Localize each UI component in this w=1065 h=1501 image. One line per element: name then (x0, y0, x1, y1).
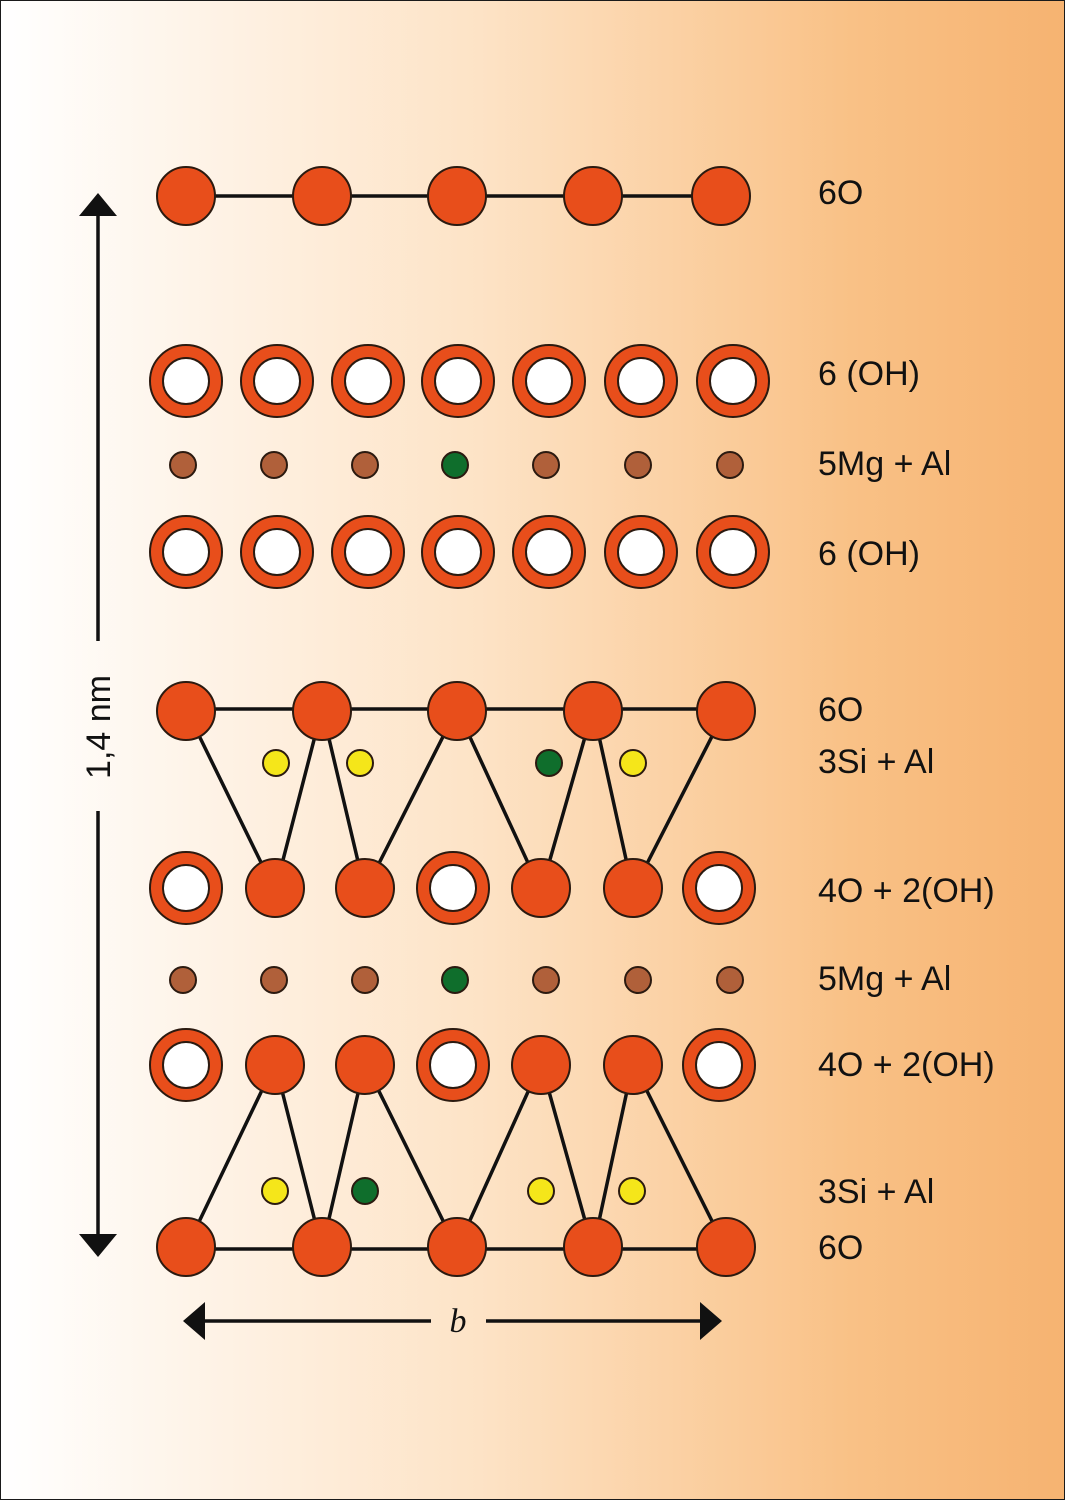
label-hydroxyl-layer-2: 6 (OH) (818, 535, 920, 573)
mixed-layer-1-oxygen-atom (245, 858, 305, 918)
hydroxyl-layer-1-hydroxyl-core (162, 357, 210, 405)
top-layer-oxygen-atom (292, 166, 352, 226)
label-top-oxygen: 6O (818, 174, 863, 212)
tetrahedral-1-si-atom (346, 749, 374, 777)
hydroxyl-layer-2-hydroxyl-core (709, 528, 757, 576)
octahedral-2-mg-atom (169, 966, 197, 994)
mixed-layer-2-oxygen-atom (245, 1035, 305, 1095)
arrow-down-icon (79, 1234, 117, 1257)
layer-labels: 6O 6 (OH) 5Mg + Al 6 (OH) 6O 3Si + Al 4O… (818, 174, 995, 1267)
octahedral-2-mg-atom (624, 966, 652, 994)
octahedral-1-mg-atom (716, 451, 744, 479)
tetrahedral-bottom-oxygen-atom (156, 1217, 216, 1277)
thickness-label: 1,4 nm (80, 675, 118, 779)
octahedral-1-mg-atom (260, 451, 288, 479)
atom-layers (149, 166, 770, 1277)
hydroxyl-layer-2-hydroxyl-core (617, 528, 665, 576)
octahedral-1-mg-atom (169, 451, 197, 479)
top-layer-oxygen-atom (427, 166, 487, 226)
octahedral-1-al-atom (441, 451, 469, 479)
arrow-up-icon (79, 193, 117, 216)
octahedral-1-mg-atom (532, 451, 560, 479)
tetrahedral-top-oxygen-atom (292, 681, 352, 741)
tetrahedral-2-si-atom (527, 1177, 555, 1205)
tetrahedral-top-oxygen-atom (696, 681, 756, 741)
tetrahedral-bottom-oxygen-atom (292, 1217, 352, 1277)
top-layer-oxygen-atom (563, 166, 623, 226)
mixed-layer-2-hydroxyl-core (162, 1041, 210, 1089)
mixed-layer-1-hydroxyl-core (429, 864, 477, 912)
octahedral-2-mg-atom (716, 966, 744, 994)
mixed-layer-1-hydroxyl-core (162, 864, 210, 912)
b-axis-dimension: b (183, 1302, 722, 1340)
mixed-layer-2-oxygen-atom (603, 1035, 663, 1095)
octahedral-2-al-atom (441, 966, 469, 994)
tetrahedral-2-al-atom (351, 1177, 379, 1205)
tetrahedral-2-si-atom (618, 1177, 646, 1205)
mixed-layer-1-hydroxyl-core (695, 864, 743, 912)
tetrahedral-top-oxygen-atom (427, 681, 487, 741)
octahedral-1-mg-atom (351, 451, 379, 479)
tetrahedral-1-al-atom (535, 749, 563, 777)
tetrahedral-1-si-atom (619, 749, 647, 777)
top-layer-oxygen-atom (156, 166, 216, 226)
top-layer-oxygen-atom (691, 166, 751, 226)
mixed-layer-2-oxygen-atom (335, 1035, 395, 1095)
tetrahedral-bottom-oxygen-atom (696, 1217, 756, 1277)
tetrahedral-top-oxygen-atom (563, 681, 623, 741)
thickness-dimension: 1,4 nm (79, 193, 118, 1257)
label-bottom-oxygen: 6O (818, 1229, 863, 1267)
octahedral-1-mg-atom (624, 451, 652, 479)
octahedral-2-mg-atom (351, 966, 379, 994)
mixed-layer-2-oxygen-atom (511, 1035, 571, 1095)
hydroxyl-layer-1-hydroxyl-core (709, 357, 757, 405)
hydroxyl-layer-2-hydroxyl-core (162, 528, 210, 576)
hydroxyl-layer-2-hydroxyl-core (253, 528, 301, 576)
mixed-layer-2-hydroxyl-core (695, 1041, 743, 1089)
hydroxyl-layer-1-hydroxyl-core (344, 357, 392, 405)
tetrahedral-2-si-atom (261, 1177, 289, 1205)
arrow-left-icon (183, 1302, 205, 1340)
hydroxyl-layer-2-hydroxyl-core (344, 528, 392, 576)
label-octahedral-cations-2: 5Mg + Al (818, 960, 951, 998)
mixed-layer-1-oxygen-atom (511, 858, 571, 918)
b-axis-label: b (450, 1303, 467, 1340)
label-mixed-layer-1: 4O + 2(OH) (818, 872, 995, 910)
arrow-right-icon (700, 1302, 722, 1340)
tetrahedral-1-si-atom (262, 749, 290, 777)
hydroxyl-layer-2-hydroxyl-core (434, 528, 482, 576)
tetrahedral-bottom-oxygen-atom (563, 1217, 623, 1277)
label-hydroxyl-layer-1: 6 (OH) (818, 355, 920, 393)
hydroxyl-layer-1-hydroxyl-core (434, 357, 482, 405)
octahedral-2-mg-atom (260, 966, 288, 994)
mixed-layer-1-oxygen-atom (603, 858, 663, 918)
mixed-layer-1-oxygen-atom (335, 858, 395, 918)
mixed-layer-2-hydroxyl-core (429, 1041, 477, 1089)
hydroxyl-layer-2-hydroxyl-core (525, 528, 573, 576)
tetrahedral-bottom-oxygen-atom (427, 1217, 487, 1277)
label-mixed-layer-2: 4O + 2(OH) (818, 1046, 995, 1084)
label-tetrahedral-cations-1: 3Si + Al (818, 743, 934, 781)
hydroxyl-layer-1-hydroxyl-core (525, 357, 573, 405)
hydroxyl-layer-1-hydroxyl-core (617, 357, 665, 405)
label-tetrahedral-cations-2: 3Si + Al (818, 1173, 934, 1211)
label-octahedral-cations-1: 5Mg + Al (818, 445, 951, 483)
octahedral-2-mg-atom (532, 966, 560, 994)
tetrahedral-top-oxygen-atom (156, 681, 216, 741)
hydroxyl-layer-1-hydroxyl-core (253, 357, 301, 405)
label-tetrahedral-oxygen: 6O (818, 691, 863, 729)
